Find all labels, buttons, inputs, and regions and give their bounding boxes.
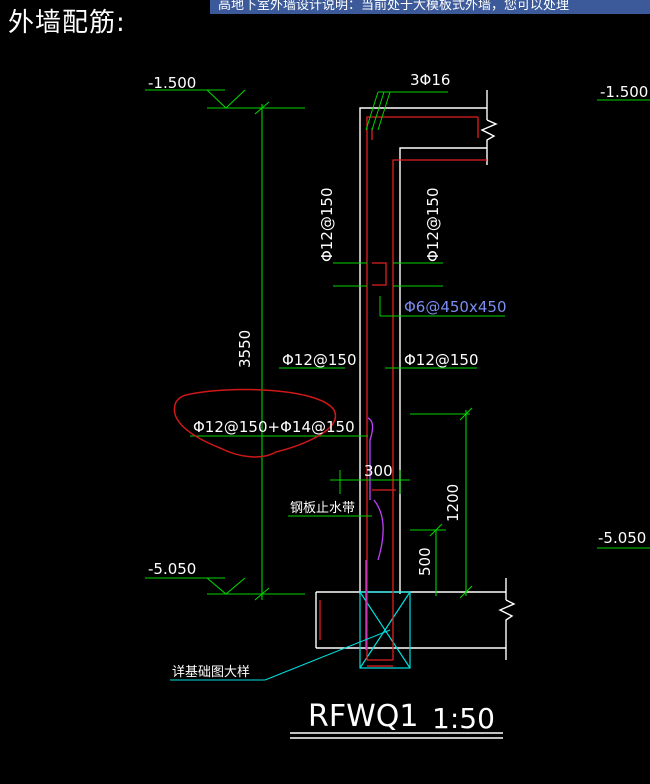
annotation-ellipse [173,388,337,458]
dimension-lines [145,89,650,601]
title-underline [290,732,503,739]
leader-lines [190,91,505,517]
wall-outline [359,90,498,594]
foundation-note: 详基础图大样 [172,665,250,680]
section-scale: 1:50 [432,702,495,735]
section-name: RFWQ1 [308,699,418,734]
waterstop-label: 钢板止水带 [290,501,355,516]
wall-thickness-dimension: 300 [364,462,393,480]
horizontal-rebar-left: Φ12@150 [282,351,357,369]
rebar-lines [319,116,487,667]
elevation-bottom-left: -5.050 [148,560,196,578]
foundation-slab [315,578,516,660]
horizontal-rebar-right: Φ12@150 [404,351,479,369]
tie-rebar-label: Φ6@450x450 [404,298,507,316]
waterstop-arcs [365,417,384,650]
top-rebar-label: 3Φ16 [410,71,450,89]
dimension-1200: 1200 [444,484,462,522]
elevation-top-right: -1.500 [600,83,648,101]
wall-height-dimension: 3550 [236,330,254,368]
elevation-bottom-right: -5.050 [598,529,646,547]
highlighted-rebar-label: Φ12@150+Φ14@150 [193,418,355,436]
top-banner: 高地下室外墙设计说明：当前处于大模板式外墙，您可以处理 [210,0,650,14]
vertical-rebar-left: Φ12@150 [318,187,336,262]
elevation-top-left: -1.500 [148,74,196,92]
dimension-500: 500 [416,547,434,576]
vertical-rebar-right: Φ12@150 [424,187,442,262]
page-title: 外墙配筋: [8,8,126,38]
foundation-note-leader [170,629,391,681]
foundation-pit [359,591,411,669]
